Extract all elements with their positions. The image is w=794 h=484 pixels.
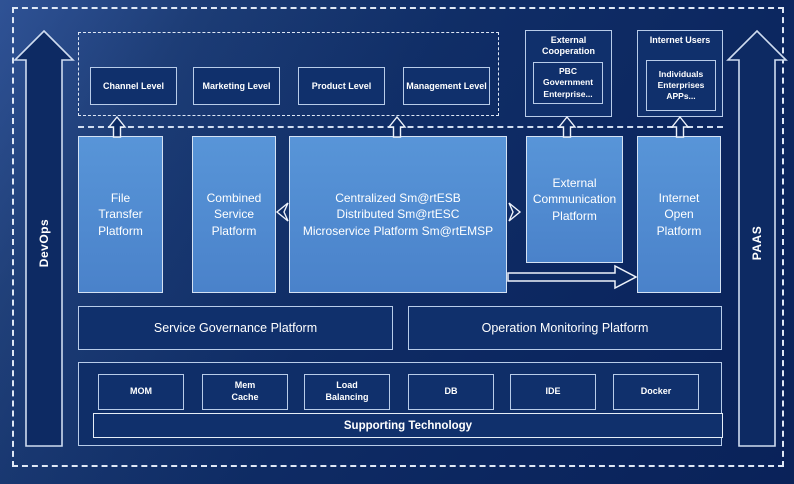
tech-box-load-balancing: Load Balancing [304, 374, 390, 410]
internet-users-title: Internet Users [649, 35, 711, 45]
dashed-separator-line [78, 126, 723, 128]
tech-box-db: DB [408, 374, 494, 410]
service-governance-platform-box: Service Governance Platform [78, 306, 393, 350]
external-cooperation-title: External Cooperation [542, 35, 595, 57]
external-communication-platform-box: External Communication Platform [526, 136, 623, 263]
marketing-level-box: Marketing Level [193, 67, 280, 105]
tech-box-ide: IDE [510, 374, 596, 410]
supporting-technology-bar: Supporting Technology [93, 413, 723, 438]
tech-box-mom: MOM [98, 374, 184, 410]
product-level-box: Product Level [298, 67, 385, 105]
internet-users-box: Internet Users Individuals Enterprises A… [637, 30, 723, 117]
external-cooperation-box: External Cooperation PBC Government Ente… [525, 30, 612, 117]
internet-open-platform-box: Internet Open Platform [637, 136, 721, 293]
tech-box-docker: Docker [613, 374, 699, 410]
central-esb-platform-box: Centralized Sm@rtESB Distributed Sm@rtES… [289, 136, 507, 293]
external-cooperation-members: PBC Government Enterprise... [533, 62, 603, 104]
management-level-box: Management Level [403, 67, 490, 105]
combined-service-platform-box: Combined Service Platform [192, 136, 276, 293]
paas-label: PAAS [750, 225, 764, 261]
devops-label: DevOps [37, 218, 51, 268]
internet-users-members: Individuals Enterprises APPs... [646, 60, 716, 111]
channel-level-box: Channel Level [90, 67, 177, 105]
channel-levels-container [78, 32, 499, 116]
operation-monitoring-platform-box: Operation Monitoring Platform [408, 306, 722, 350]
tech-box-mem-cache: Mem Cache [202, 374, 288, 410]
file-transfer-platform-box: File Transfer Platform [78, 136, 163, 293]
